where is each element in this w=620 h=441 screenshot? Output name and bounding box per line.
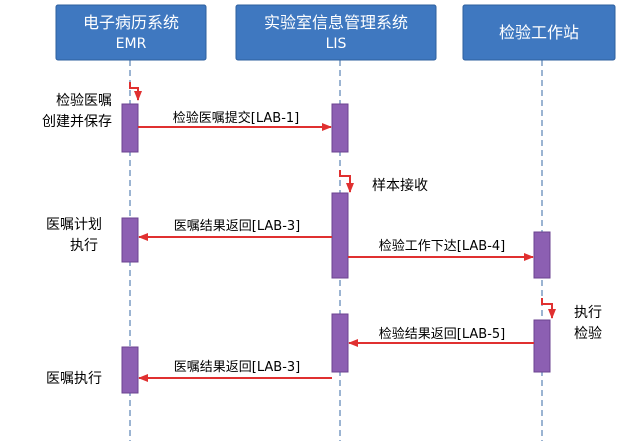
activation-lis-2: [331, 192, 349, 279]
message-label-lab1: 检验医嘱提交[LAB-1]: [173, 110, 299, 126]
side-note-order-execute: 医嘱执行: [46, 371, 102, 387]
participant-station: 检验工作站: [462, 4, 616, 61]
activation-emr-1: [121, 103, 139, 153]
self-label-execute-test-line1: 执行: [574, 305, 602, 321]
self-loop-execute-test: [541, 298, 556, 319]
participant-station-title: 检验工作站: [499, 23, 579, 42]
message-label-lab5: 检验结果返回[LAB-5]: [379, 326, 505, 342]
participant-emr-subtitle: EMR: [116, 36, 147, 52]
activation-lis-3: [331, 313, 349, 373]
participant-lis-subtitle: LIS: [326, 36, 347, 52]
side-note-plan-execute-line2: 执行: [70, 238, 98, 254]
message-label-lab3a: 医嘱结果返回[LAB-3]: [174, 219, 300, 234]
self-label-receive-sample: 样本接收: [372, 177, 428, 194]
participant-lis-title: 实验室信息管理系统: [264, 13, 408, 32]
activation-lis-1: [331, 103, 349, 153]
participant-lis: 实验室信息管理系统 LIS: [235, 4, 437, 61]
activation-emr-3: [121, 346, 139, 394]
self-loop-receive-sample: [339, 170, 354, 193]
participant-emr-title: 电子病历系统: [83, 13, 179, 32]
self-label-create-order-line1: 检验医嘱: [56, 93, 112, 109]
self-label-create-order-line2: 创建并保存: [42, 114, 112, 130]
activation-station-2: [533, 319, 551, 373]
participant-emr: 电子病历系统 EMR: [55, 4, 207, 61]
message-label-lab4: 检验工作下达[LAB-4]: [379, 238, 505, 254]
activation-emr-2: [121, 217, 139, 263]
side-note-plan-execute-line1: 医嘱计划: [46, 217, 102, 233]
self-loop-create-order: [129, 82, 142, 101]
message-label-lab3b: 医嘱结果返回[LAB-3]: [174, 360, 300, 375]
activation-station-1: [533, 231, 551, 279]
self-label-execute-test-line2: 检验: [574, 326, 602, 342]
